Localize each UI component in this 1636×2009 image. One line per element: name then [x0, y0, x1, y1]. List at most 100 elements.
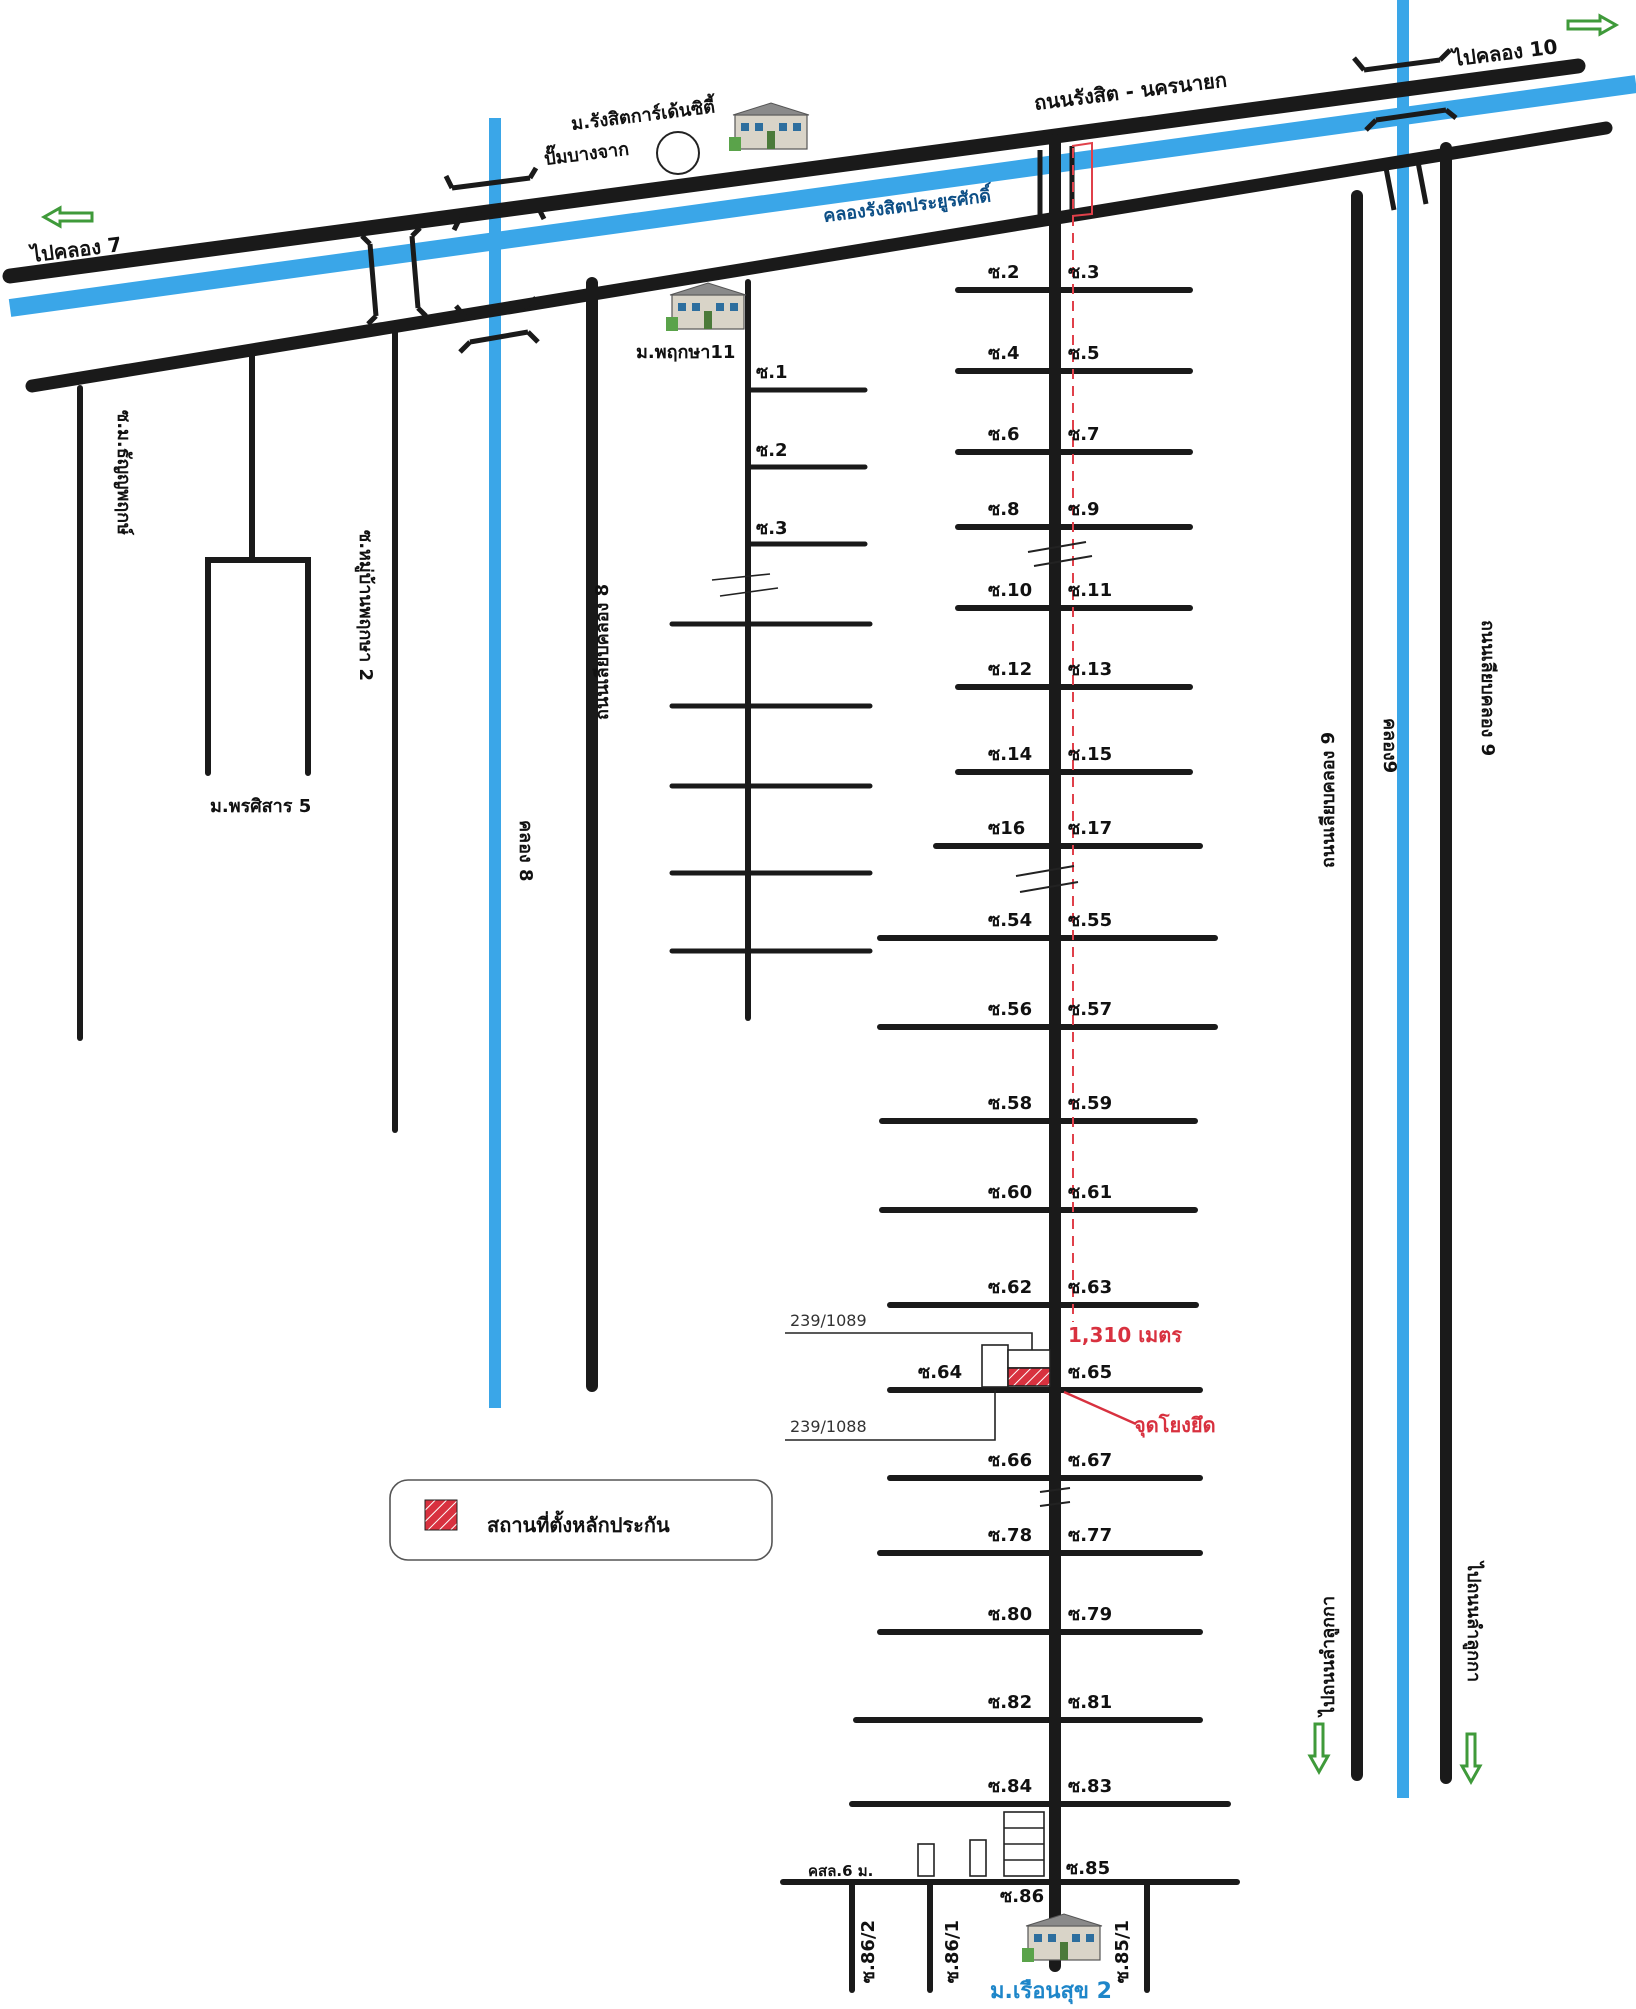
soi-label-right: ซ.67 — [1068, 1450, 1112, 1471]
soi-label-left: ซ.4 — [988, 343, 1020, 364]
arrow-down-icon — [1307, 1722, 1331, 1776]
soi-label-left: ซ.58 — [988, 1093, 1032, 1114]
building-outline — [1007, 1349, 1051, 1369]
bridge-east-top — [1352, 48, 1458, 132]
soi-label-left: ซ.2 — [988, 262, 1020, 283]
soi-label-right: ซ.59 — [1068, 1093, 1112, 1114]
pump-circle-icon — [656, 131, 700, 175]
soi-label-right: ซ.13 — [1068, 659, 1112, 680]
soi-label-right: ซ.63 — [1068, 1277, 1112, 1298]
soi-label-right: ซ.9 — [1068, 499, 1100, 520]
building-icon — [666, 282, 747, 331]
junction-label: จุดโยงยึด — [1134, 1413, 1216, 1438]
legend-label: สถานที่ตั้งหลักประกัน — [487, 1510, 670, 1537]
road-label-liap-khlong-9-right: ถนนเลียบคลอง 9 — [1477, 620, 1498, 756]
soi-label-left: ซ.62 — [988, 1277, 1032, 1298]
parcel-leader-1088 — [785, 1390, 996, 1441]
bridge-east-bottom — [1383, 161, 1429, 211]
soi-label-right: ซ.7 — [1068, 424, 1100, 445]
soi-label-left: ซ.14 — [988, 744, 1032, 765]
place-label-rangsit-city: ม.รังสิตการ์เด้นซิตี้ — [570, 92, 719, 135]
bottom-buildings — [917, 1811, 1045, 1877]
soi-label-right: ซ.55 — [1068, 910, 1112, 931]
parcel-leader-1089 — [785, 1332, 1033, 1350]
soi-label-86-1: ซ.86/1 — [942, 1920, 963, 1983]
soi-label-right: ซ.65 — [1068, 1362, 1112, 1383]
soi-label-86-2: ซ.86/2 — [858, 1920, 879, 1983]
soi-label-left: ซ.12 — [988, 659, 1032, 680]
road-label-rangsit-nakhonnayok: ถนนรังสิต - นครนายก — [1033, 68, 1228, 115]
pruksa-soi-label: ซ.2 — [756, 440, 788, 461]
main-road-break-marks — [1015, 541, 1093, 1507]
bottom-label-kor-sor-lor: คสล.6 ม. — [808, 1862, 873, 1880]
soi-label-left: ซ.84 — [988, 1776, 1032, 1797]
junction-pointer — [1063, 1390, 1137, 1426]
canal-label-khlong-8: คลอง 8 — [515, 820, 536, 881]
bridge-south — [454, 296, 540, 354]
soi-label-left: ซ.6 — [988, 424, 1020, 445]
arrow-left-icon — [40, 205, 94, 229]
soi-label-left: ซ.64 — [918, 1362, 962, 1383]
road-south-frontage — [25, 121, 1613, 393]
soi-label-left: ซ.78 — [988, 1525, 1032, 1546]
arrow-right-icon — [1566, 13, 1620, 37]
soi-label-left: ซ.80 — [988, 1604, 1032, 1625]
soi-label-right: ซ.17 — [1068, 818, 1112, 839]
road-label-soi-pruksa-2: ซ.หมู่บ้านพฤกษา 2 — [354, 530, 376, 681]
place-label-ruen-suk-2: ม.เรือนสุข 2 — [990, 1979, 1112, 2005]
main-soi-roads — [849, 287, 1231, 1807]
soi-label-right: ซ.57 — [1068, 999, 1112, 1020]
parcel-label: 239/1089 — [790, 1311, 867, 1330]
soi-label-right: ซ.79 — [1068, 1604, 1112, 1625]
legend: สถานที่ตั้งหลักประกัน — [389, 1479, 773, 1561]
soi-label-right: ซ.61 — [1068, 1182, 1112, 1203]
soi-label-86: ซ.86 — [1000, 1886, 1044, 1907]
labels: ถนนรังสิต - นครนายก คลองรังสิตประยูรศักด… — [28, 34, 1559, 2005]
break-mark — [711, 573, 779, 597]
arrow-down-icon — [1459, 1732, 1483, 1786]
route-start-box — [1071, 141, 1093, 217]
soi-label-right: ซ.3 — [1068, 262, 1100, 283]
building-outline — [981, 1344, 1009, 1388]
soi-label-left: ซ.82 — [988, 1692, 1032, 1713]
road-label-to-lam-luk-ka-right: ไปถนนลำลูกกา — [1462, 1560, 1485, 1682]
soi-label-85-1: ซ.85/1 — [1112, 1920, 1133, 1983]
soi-label-left: ซ.56 — [988, 999, 1032, 1020]
soi-label-right: ซ.83 — [1068, 1776, 1112, 1797]
soi-label-right: ซ.81 — [1068, 1692, 1112, 1713]
road-label-liap-khlong-8: ถนนเลียบคลอง 8 — [592, 584, 613, 720]
pruksa-soi-label: ซ.1 — [756, 362, 788, 383]
collateral-location-marker — [1007, 1367, 1051, 1387]
road-label-liap-khlong-9-left: ถนนเลียบคลอง 9 — [1318, 732, 1339, 868]
soi-label-right: ซ.11 — [1068, 580, 1112, 601]
place-label-pruksa-11: ม.พฤกษา11 — [636, 342, 735, 363]
soi-label-left: ซ.10 — [988, 580, 1032, 601]
soi-label-left: ซ16 — [988, 818, 1025, 839]
parcel-label: 239/1088 — [790, 1417, 867, 1436]
soi-label-left: ซ.60 — [988, 1182, 1032, 1203]
building-icon — [729, 102, 810, 151]
building-icon — [1022, 1913, 1103, 1962]
soi-label-left: ซ.8 — [988, 499, 1020, 520]
soi-label-85: ซ.85 — [1066, 1858, 1110, 1879]
road-label-soi-tanya: ซ.ม.ธัญญพฤกษ์ — [113, 410, 135, 535]
road-rangsit-nakhonnayok — [2, 58, 1586, 284]
west-roads — [77, 279, 873, 1133]
collateral-parcel — [785, 1332, 1137, 1441]
road-label-to-lam-luk-ka-left: ไปถนนลำลูกกา — [1317, 1596, 1340, 1718]
pruksa-soi-label: ซ.3 — [756, 518, 788, 539]
canal-rangsit-prayoonsak — [8, 75, 1636, 317]
bridge-west — [360, 226, 428, 326]
legend-swatch — [424, 1499, 458, 1531]
major-roads — [2, 58, 1613, 1972]
soi-label-left: ซ.54 — [988, 910, 1032, 931]
soi-label-right: ซ.15 — [1068, 744, 1112, 765]
place-label-pump: ปั๊มบางจาก — [543, 135, 631, 170]
bridge-north — [443, 166, 547, 232]
soi-label-right: ซ.77 — [1068, 1525, 1112, 1546]
bottom-roads — [780, 1879, 1240, 1993]
place-label-pornsirisan-5: ม.พรศิสาร 5 — [210, 796, 311, 817]
bridges — [360, 48, 1458, 354]
soi-label-right: ซ.5 — [1068, 343, 1100, 364]
